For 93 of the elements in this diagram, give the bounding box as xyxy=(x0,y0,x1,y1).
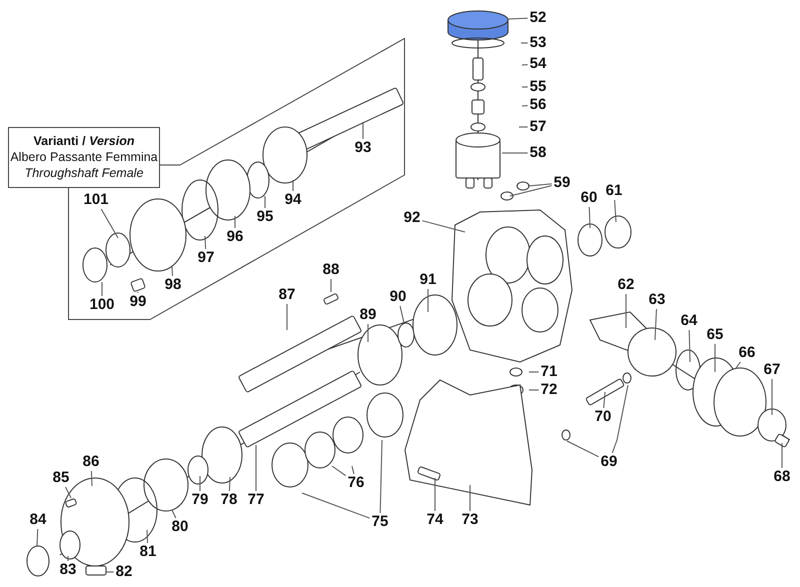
variant-name-translation: Throughshaft Female xyxy=(24,165,144,181)
leader-line xyxy=(204,236,206,250)
leader-line xyxy=(502,152,528,154)
callout-number: 87 xyxy=(278,287,296,303)
callout-number: 76 xyxy=(348,475,364,491)
callout-number: 54 xyxy=(530,56,546,72)
callout-number: 79 xyxy=(192,492,208,508)
callout-number: 99 xyxy=(130,294,146,310)
leader-line xyxy=(36,528,38,546)
callout-number: 80 xyxy=(172,519,188,535)
leader-line xyxy=(228,476,230,492)
callout-number: 81 xyxy=(140,544,156,560)
leader-line xyxy=(688,330,690,362)
callout-number: 100 xyxy=(89,297,115,313)
leader-line xyxy=(330,278,332,292)
callout-number: 85 xyxy=(52,470,70,486)
leader-line xyxy=(654,308,657,340)
callout-number: 97 xyxy=(198,250,214,266)
callout-number: 88 xyxy=(322,262,340,278)
callout-number: 57 xyxy=(530,119,546,135)
leader-line xyxy=(362,122,364,140)
callout-number: 77 xyxy=(248,492,264,508)
callout-number: 75 xyxy=(372,514,388,530)
callout-number: 55 xyxy=(530,79,546,95)
leader-line xyxy=(603,392,606,408)
callout-number: 69 xyxy=(600,454,618,470)
callout-number: 78 xyxy=(220,492,238,508)
callout-number: 65 xyxy=(706,327,724,343)
callout-number: 98 xyxy=(164,277,182,293)
callout-number: 73 xyxy=(462,512,478,528)
callout-number: 64 xyxy=(680,313,698,329)
leader-line xyxy=(518,126,528,128)
callout-number: 60 xyxy=(580,190,598,206)
leader-line xyxy=(566,440,600,458)
leader-line xyxy=(522,105,528,106)
leader-line xyxy=(332,466,346,476)
leader-line xyxy=(422,220,466,232)
leader-line xyxy=(286,304,288,330)
callout-number: 84 xyxy=(30,512,46,528)
leader-line xyxy=(614,200,616,222)
callout-number: 56 xyxy=(530,97,546,113)
callout-number: 82 xyxy=(116,564,132,580)
leader-line xyxy=(528,183,552,186)
callout-number: 93 xyxy=(354,140,372,156)
leader-line xyxy=(234,216,236,228)
callout-number: 66 xyxy=(738,345,756,361)
callout-number: 83 xyxy=(60,562,76,578)
callout-number: 71 xyxy=(540,364,558,380)
callout-number: 58 xyxy=(530,145,546,161)
leader-line xyxy=(172,266,173,276)
variant-heading: Varianti / Version xyxy=(32,133,136,149)
callout-number: 92 xyxy=(404,210,420,226)
leader-line xyxy=(510,185,552,196)
leader-line xyxy=(588,206,590,228)
callout-number: 101 xyxy=(83,192,109,208)
leader-line xyxy=(380,440,382,514)
leader-line xyxy=(100,208,118,238)
leader-line xyxy=(292,180,294,192)
callout-number: 52 xyxy=(530,10,546,26)
leader-line xyxy=(264,196,266,208)
callout-number: 53 xyxy=(530,35,546,51)
callout-number: 86 xyxy=(82,454,100,470)
leader-line xyxy=(520,42,528,44)
callout-number: 61 xyxy=(606,183,622,199)
leader-line xyxy=(65,486,72,498)
leader-line xyxy=(434,478,436,512)
callout-number: 70 xyxy=(594,409,612,425)
variant-box xyxy=(8,127,160,188)
leader-line xyxy=(400,306,404,324)
leader-line xyxy=(736,362,741,368)
callout-number: 74 xyxy=(426,512,444,528)
callout-number: 62 xyxy=(618,277,634,293)
leader-line xyxy=(522,86,528,88)
leader-line xyxy=(146,530,148,544)
callout-number: 96 xyxy=(226,229,244,245)
leader-line xyxy=(522,64,528,66)
leader-line xyxy=(612,384,628,454)
callout-number: 91 xyxy=(420,272,436,288)
callout-number: 59 xyxy=(554,175,570,191)
callout-number: 68 xyxy=(774,469,790,485)
callout-number: 72 xyxy=(540,382,558,398)
leader-line xyxy=(508,18,528,20)
callout-number: 63 xyxy=(648,292,666,308)
leader-line xyxy=(90,470,92,486)
callout-number: 94 xyxy=(284,192,302,208)
callout-number: 89 xyxy=(360,307,376,323)
leader-line xyxy=(302,492,370,519)
callout-number: 67 xyxy=(764,362,780,378)
callout-number: 95 xyxy=(256,209,274,225)
leader-line xyxy=(172,510,176,518)
leader-line xyxy=(352,466,354,474)
callout-number: 90 xyxy=(390,289,406,305)
variant-name: Albero Passante Femmina xyxy=(9,149,159,165)
